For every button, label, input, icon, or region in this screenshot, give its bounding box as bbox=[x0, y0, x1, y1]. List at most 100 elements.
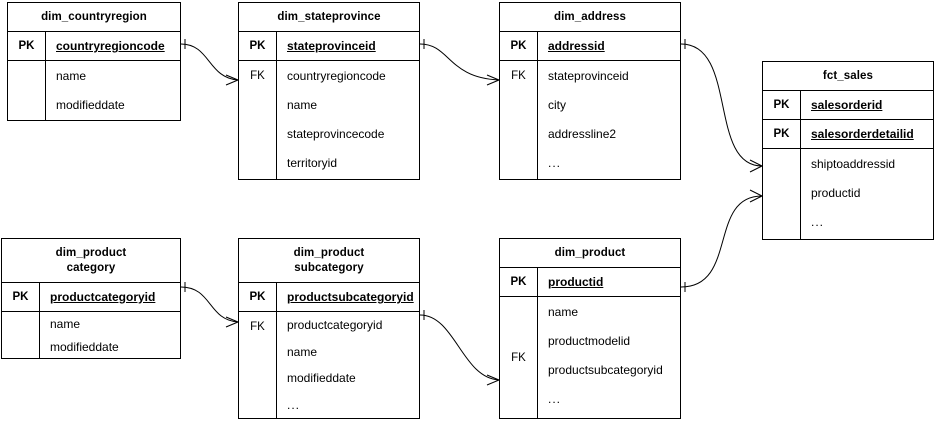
attribute-row-pk[interactable]: PK productcategoryid bbox=[2, 283, 180, 312]
relationship-productcategory-subcategory[interactable] bbox=[180, 282, 239, 328]
entity-dim-stateprovince[interactable]: dim_stateprovince PK stateprovinceid FK … bbox=[238, 2, 420, 180]
attribute-body: shiptoaddressid productid ... bbox=[763, 149, 933, 239]
relationship-curve bbox=[180, 286, 239, 323]
attribute-row[interactable]: name bbox=[287, 97, 318, 112]
attribute-name: stateprovinceid bbox=[287, 39, 376, 53]
attribute-body: name modifieddate bbox=[2, 312, 180, 358]
attribute-row-ellipsis[interactable]: ... bbox=[287, 397, 301, 412]
attribute-row-ellipsis[interactable]: ... bbox=[811, 214, 825, 229]
attribute-column: name modifieddate bbox=[40, 312, 180, 358]
attribute-row[interactable]: productid bbox=[811, 185, 861, 200]
key-label: PK bbox=[763, 91, 801, 119]
key-column: FK bbox=[239, 61, 277, 179]
relationship-subcategory-product[interactable] bbox=[419, 310, 500, 386]
key-label: FK bbox=[250, 320, 265, 333]
entity-title-line: dim_stateprovince bbox=[277, 10, 381, 23]
entity-title-line: dim_countryregion bbox=[41, 10, 147, 23]
entity-title-line: dim_product bbox=[293, 246, 365, 259]
attribute-row[interactable]: stateprovinceid bbox=[548, 68, 629, 83]
key-column bbox=[8, 61, 46, 120]
crowsfoot-prong-upper bbox=[486, 374, 500, 381]
attribute-row[interactable]: modifieddate bbox=[287, 371, 356, 386]
attribute-body: name modifieddate bbox=[8, 61, 180, 120]
attribute-row[interactable]: name bbox=[548, 304, 579, 319]
attribute-column: name modifieddate bbox=[46, 61, 180, 120]
crowsfoot-prong-upper bbox=[749, 189, 763, 197]
attribute-row-pk[interactable]: PK salesorderid bbox=[763, 91, 933, 120]
attribute-row-pk[interactable]: PK stateprovinceid bbox=[239, 32, 419, 61]
crowsfoot-prong-upper bbox=[225, 74, 239, 81]
key-label: PK bbox=[763, 120, 801, 148]
entity-title-line: dim_product bbox=[55, 246, 127, 259]
attribute-row[interactable]: productsubcategoryid bbox=[548, 362, 663, 377]
entity-title: dim_product subcategory bbox=[239, 239, 419, 283]
crowsfoot-prong-lower bbox=[225, 79, 239, 86]
crowsfoot-prong-upper bbox=[225, 316, 239, 323]
key-label: FK bbox=[511, 351, 526, 364]
attribute-row[interactable]: addressline2 bbox=[548, 126, 617, 141]
entity-dim-productsubcategory[interactable]: dim_product subcategory PK productsubcat… bbox=[238, 238, 420, 419]
attribute-name: salesorderdetailid bbox=[811, 127, 914, 141]
attribute-row[interactable]: productmodelid bbox=[548, 333, 631, 348]
attribute-row[interactable]: name bbox=[287, 344, 318, 359]
key-label: PK bbox=[239, 283, 277, 311]
entity-dim-productcategory[interactable]: dim_product category PK productcategoryi… bbox=[1, 238, 181, 359]
attribute-row[interactable]: shiptoaddressid bbox=[811, 156, 896, 171]
attribute-column: name productmodelid productsubcategoryid… bbox=[538, 297, 680, 418]
attribute-row[interactable]: stateprovincecode bbox=[287, 126, 385, 141]
relationship-stateprovince-address[interactable] bbox=[419, 39, 500, 86]
attribute-row[interactable]: modifieddate bbox=[56, 97, 125, 112]
relationship-countryregion-stateprovince[interactable] bbox=[180, 39, 239, 86]
attribute-row-ellipsis[interactable]: ... bbox=[548, 391, 562, 406]
relationship-curve bbox=[180, 43, 239, 81]
attribute-row[interactable]: city bbox=[548, 97, 566, 112]
entity-title-line: dim_product bbox=[554, 246, 626, 259]
attribute-row-pk[interactable]: PK productsubcategoryid bbox=[239, 283, 419, 312]
key-column: FK bbox=[239, 312, 277, 418]
key-label: PK bbox=[500, 32, 538, 60]
relationship-product-fctsales[interactable] bbox=[680, 189, 763, 292]
attribute-row-pk[interactable]: PK salesorderdetailid bbox=[763, 120, 933, 149]
key-column: FK bbox=[500, 61, 538, 179]
entity-title-line: fct_sales bbox=[822, 69, 874, 82]
relationship-address-fctsales[interactable] bbox=[680, 39, 763, 173]
attribute-column: countryregioncode name stateprovincecode… bbox=[277, 61, 419, 179]
attribute-row[interactable]: territoryid bbox=[287, 155, 338, 170]
attribute-row[interactable]: productcategoryid bbox=[287, 318, 383, 333]
attribute-row[interactable]: modifieddate bbox=[50, 339, 119, 354]
attribute-name: salesorderid bbox=[811, 98, 883, 112]
entity-title: fct_sales bbox=[763, 62, 933, 91]
key-label: FK bbox=[511, 69, 526, 82]
entity-dim-address[interactable]: dim_address PK addressid FK stateprovinc… bbox=[499, 2, 681, 180]
entity-dim-countryregion[interactable]: dim_countryregion PK countryregioncode n… bbox=[7, 2, 181, 121]
attribute-column: stateprovinceid city addressline2 ... bbox=[538, 61, 680, 179]
attribute-row[interactable]: name bbox=[50, 316, 81, 331]
attribute-row-pk[interactable]: PK productid bbox=[500, 268, 680, 297]
crowsfoot-prong-lower bbox=[749, 195, 763, 203]
key-label: PK bbox=[2, 283, 40, 311]
entity-title: dim_address bbox=[500, 3, 680, 32]
attribute-row[interactable]: countryregioncode bbox=[287, 68, 386, 83]
entity-title: dim_product category bbox=[2, 239, 180, 283]
relationship-curve bbox=[680, 43, 763, 167]
entity-fct-sales[interactable]: fct_sales PK salesorderid PK salesorderd… bbox=[762, 61, 934, 240]
attribute-column: shiptoaddressid productid ... bbox=[801, 149, 933, 239]
crowsfoot-prong-lower bbox=[749, 165, 763, 173]
attribute-row-pk[interactable]: PK addressid bbox=[500, 32, 680, 61]
entity-title-line: category bbox=[66, 261, 116, 274]
crowsfoot-prong-lower bbox=[225, 321, 239, 328]
attribute-body: FK productcategoryid name modifieddate .… bbox=[239, 312, 419, 418]
entity-title-line: subcategory bbox=[294, 261, 364, 274]
entity-dim-product[interactable]: dim_product PK productid FK name product… bbox=[499, 238, 681, 419]
attribute-row[interactable]: name bbox=[56, 68, 87, 83]
attribute-name: productcategoryid bbox=[50, 290, 156, 304]
key-label: PK bbox=[239, 32, 277, 60]
key-label: PK bbox=[500, 268, 538, 296]
attribute-row-ellipsis[interactable]: ... bbox=[548, 155, 562, 170]
key-column bbox=[763, 149, 801, 239]
key-column: FK bbox=[500, 297, 538, 418]
attribute-name: addressid bbox=[548, 39, 605, 53]
entity-title: dim_product bbox=[500, 239, 680, 268]
attribute-row-pk[interactable]: PK countryregioncode bbox=[8, 32, 180, 61]
